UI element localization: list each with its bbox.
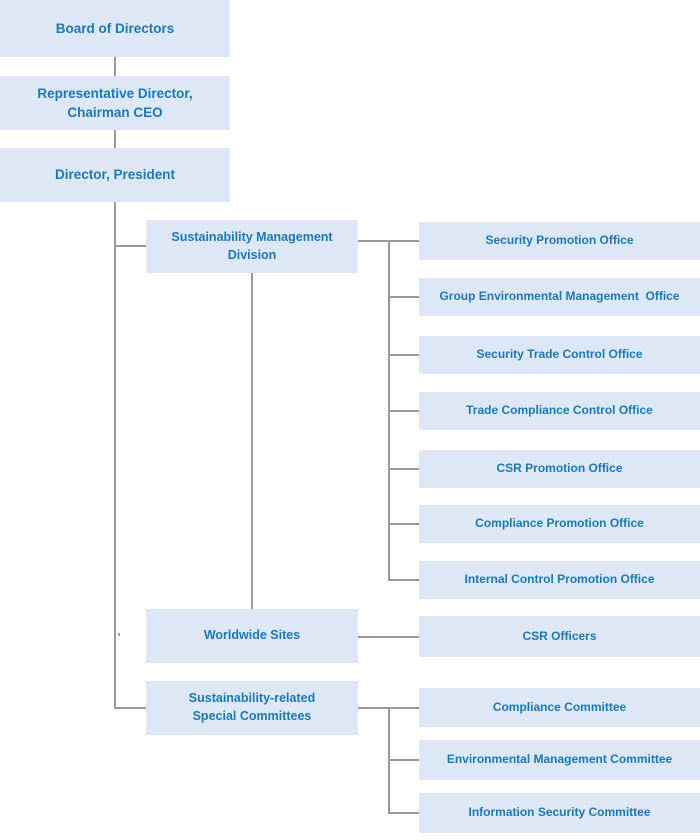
node-security-promotion-office[interactable]: Security Promotion Office bbox=[419, 222, 700, 260]
node-trade-compliance-control-office[interactable]: Trade Compliance Control Office bbox=[419, 392, 700, 430]
connector-office-stub-3 bbox=[388, 354, 419, 356]
connector-office-stub-7 bbox=[388, 579, 419, 581]
connector-office-stub-2 bbox=[388, 296, 419, 298]
node-group-environmental-management-office[interactable]: Group Environmental Management Office bbox=[419, 278, 700, 316]
node-sustainability-management-division[interactable]: Sustainability Management Division bbox=[146, 220, 358, 273]
node-security-trade-control-office[interactable]: Security Trade Control Office bbox=[419, 336, 700, 374]
connector-committee-stub-2 bbox=[388, 759, 419, 761]
node-csr-officers[interactable]: CSR Officers bbox=[419, 616, 700, 657]
node-compliance-committee[interactable]: Compliance Committee bbox=[419, 688, 700, 727]
connector-office-stub-4 bbox=[388, 410, 419, 412]
node-worldwide-sites[interactable]: Worldwide Sites bbox=[146, 609, 358, 663]
node-board-of-directors[interactable]: Board of Directors bbox=[0, 0, 230, 57]
connector-division-to-worldwide-sites bbox=[251, 273, 253, 609]
node-director-president[interactable]: Director, President bbox=[0, 148, 230, 202]
connector-office-stub-5 bbox=[388, 468, 419, 470]
artifact-speck bbox=[118, 633, 120, 636]
node-information-security-committee[interactable]: Information Security Committee bbox=[419, 793, 700, 833]
node-csr-promotion-office[interactable]: CSR Promotion Office bbox=[419, 450, 700, 488]
node-representative-director[interactable]: Representative Director, Chairman CEO bbox=[0, 76, 230, 130]
node-environmental-management-committee[interactable]: Environmental Management Committee bbox=[419, 740, 700, 780]
connector-office-stub-6 bbox=[388, 523, 419, 525]
node-internal-control-promotion-office[interactable]: Internal Control Promotion Office bbox=[419, 561, 700, 599]
connector-representative-to-president bbox=[114, 130, 116, 148]
connector-worldwide-sites-to-csr-officers bbox=[358, 636, 419, 638]
connector-board-to-representative bbox=[114, 57, 116, 76]
connector-president-trunk bbox=[114, 202, 116, 709]
node-special-committees[interactable]: Sustainability-related Special Committee… bbox=[146, 681, 358, 735]
connector-trunk-to-special-committees bbox=[114, 707, 148, 709]
connector-trunk-to-division bbox=[114, 245, 148, 247]
node-compliance-promotion-office[interactable]: Compliance Promotion Office bbox=[419, 505, 700, 543]
connector-committee-stub-3 bbox=[388, 812, 419, 814]
